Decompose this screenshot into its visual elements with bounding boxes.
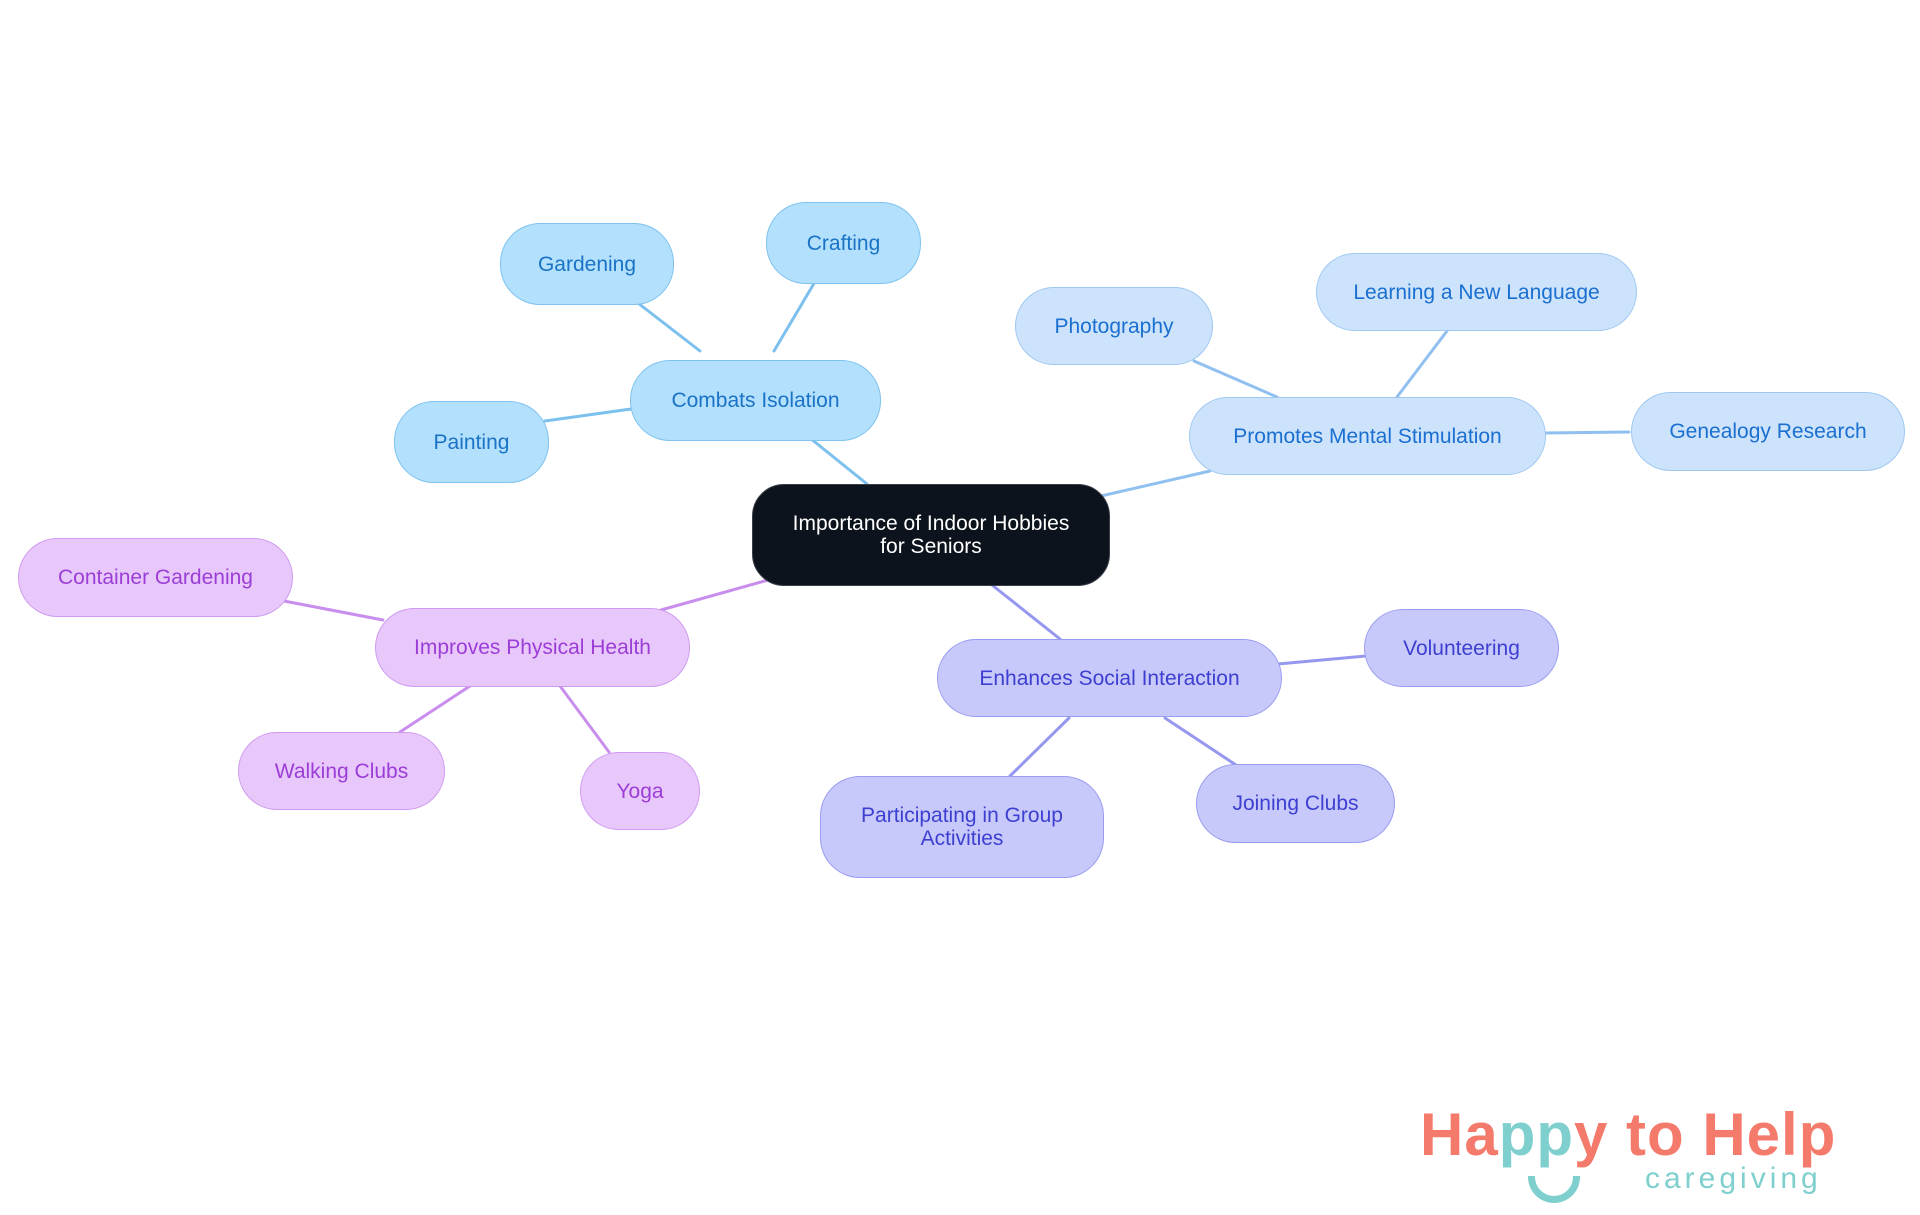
branch-node-combats-isolation[interactable]: Combats Isolation [630,360,881,441]
edge-combats-gardening [632,298,702,353]
happy-to-help-logo: Happy to Help caregiving [1420,1100,1880,1210]
edge-enhances-participating [1008,716,1071,778]
leaf-node-learning-new-language[interactable]: Learning a New Language [1316,253,1637,331]
edge-combats-painting [543,407,633,423]
edge-improves-walking [398,684,472,734]
branch-node-improves-physical-health[interactable]: Improves Physical Health [375,608,690,687]
logo-wordmark: Happy to Help [1420,1100,1836,1170]
smile-icon [1528,1176,1580,1203]
node-label: Promotes Mental Stimulation [1233,424,1502,448]
edge-root-improves-physical [659,578,770,612]
node-label: Volunteering [1403,636,1520,660]
leaf-node-joining-clubs[interactable]: Joining Clubs [1196,764,1395,843]
leaf-node-container-gardening[interactable]: Container Gardening [18,538,293,617]
logo-subtitle: caregiving [1645,1162,1822,1195]
leaf-node-walking-clubs[interactable]: Walking Clubs [238,732,445,810]
root-label-line1: Importance of Indoor Hobbies [792,512,1070,535]
leaf-node-participating-group-activities[interactable]: Participating in Group Activities [820,776,1104,878]
node-label: Container Gardening [58,566,253,589]
edge-enhances-joining [1163,716,1238,767]
node-label: Photography [1054,314,1174,338]
edge-improves-yoga [558,684,611,754]
edge-promotes-photography [1192,359,1279,399]
leaf-node-yoga[interactable]: Yoga [580,752,700,830]
node-label: Joining Clubs [1232,792,1359,815]
edge-enhances-volunteering [1276,654,1368,666]
node-label-line2: Activities [920,827,1004,850]
logo-part-pp: pp [1498,1101,1575,1168]
node-label: Learning a New Language [1353,280,1600,304]
edge-combats-crafting [772,278,818,353]
branch-node-promotes-mental-stimulation[interactable]: Promotes Mental Stimulation [1189,397,1546,475]
edge-improves-container [282,599,385,622]
leaf-node-painting[interactable]: Painting [394,401,549,483]
node-label: Painting [433,430,510,454]
node-label: Gardening [537,252,637,276]
branch-node-enhances-social-interaction[interactable]: Enhances Social Interaction [937,639,1282,717]
edge-promotes-language [1395,329,1449,399]
leaf-node-genealogy-research[interactable]: Genealogy Research [1631,392,1905,471]
leaf-node-volunteering[interactable]: Volunteering [1364,609,1559,687]
edge-root-promotes-mental [1099,469,1212,498]
logo-part-ha: Ha [1420,1101,1499,1168]
node-label: Enhances Social Interaction [979,666,1240,690]
node-label: Yoga [616,779,664,803]
node-label-line1: Participating in Group [861,804,1063,827]
edge-promotes-genealogy [1542,430,1631,435]
edge-root-enhances-social [990,583,1062,641]
leaf-node-photography[interactable]: Photography [1015,287,1213,365]
root-node[interactable]: Importance of Indoor Hobbies for Seniors [752,484,1110,586]
node-label: Combats Isolation [671,389,840,412]
logo-part-rest: y to Help [1574,1101,1837,1168]
leaf-node-gardening[interactable]: Gardening [500,223,674,305]
node-label: Walking Clubs [274,759,409,783]
root-label-line2: for Seniors [880,535,982,558]
leaf-node-crafting[interactable]: Crafting [766,202,921,284]
node-label: Genealogy Research [1669,420,1867,443]
node-label: Improves Physical Health [414,636,651,659]
node-label: Crafting [806,231,881,255]
